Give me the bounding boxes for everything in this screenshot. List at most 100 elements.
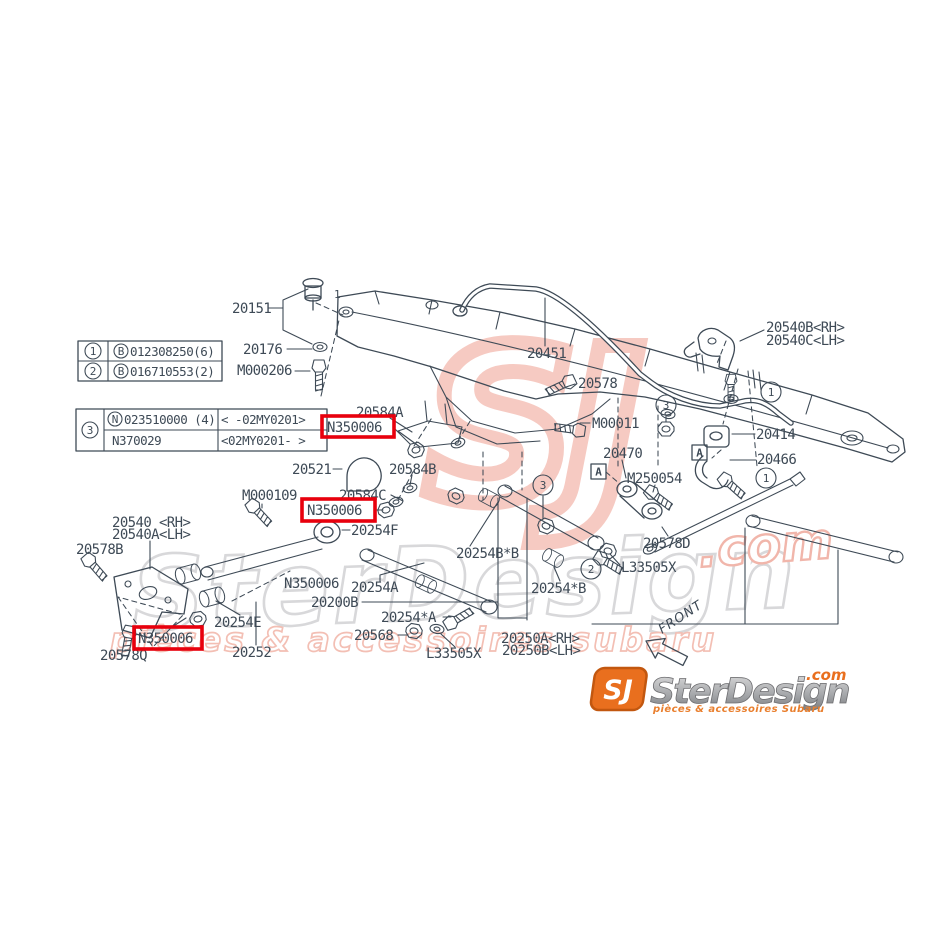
bar-clamp-20466 bbox=[694, 455, 729, 490]
part-label: 20254B*B bbox=[456, 546, 519, 562]
diagram-line-art bbox=[78, 277, 906, 659]
legend2-row1-circle: N bbox=[112, 413, 119, 426]
part-label: 20254A bbox=[351, 580, 399, 596]
logo-brand: SterDesign bbox=[650, 672, 849, 712]
legend2-num: 3 bbox=[87, 424, 94, 437]
bolt-M250054 bbox=[641, 482, 676, 514]
highlighted-part-label: N350006 bbox=[307, 503, 362, 519]
part-label: 20176 bbox=[243, 342, 282, 358]
lateral-link-lower bbox=[361, 549, 493, 613]
cap-20521 bbox=[346, 457, 382, 492]
callout-circle bbox=[655, 394, 677, 416]
bolt-circle1b bbox=[715, 469, 749, 503]
part-label: M250054 bbox=[627, 471, 682, 487]
callout-circle bbox=[760, 381, 782, 403]
callout-circle bbox=[755, 467, 777, 489]
legend1-row2-code: 016710553(2) bbox=[130, 364, 214, 379]
callout-circle-number: 2 bbox=[588, 563, 595, 576]
part-label: 20540B<RH> bbox=[766, 320, 844, 336]
legend2-row2-range: <02MY0201- > bbox=[221, 433, 305, 448]
part-label: 20254F bbox=[351, 523, 398, 539]
callout-circle-number: 1 bbox=[768, 386, 775, 399]
highlighted-part-label: N350006 bbox=[138, 631, 193, 647]
part-label: M000109 bbox=[242, 488, 297, 504]
part-label: M00011 bbox=[592, 416, 639, 432]
callout-circle-number: 3 bbox=[663, 399, 670, 412]
highlighted-part-label: N350006 bbox=[327, 420, 382, 436]
highlight-box bbox=[320, 414, 396, 439]
legend1-row2-circle: B bbox=[118, 365, 125, 378]
part-label: 20252 bbox=[232, 645, 271, 661]
part-label: 20568 bbox=[354, 628, 393, 644]
part-label: 20200B bbox=[311, 595, 358, 611]
part-label: 20578Q bbox=[100, 648, 147, 664]
bolt-M000206 bbox=[311, 359, 327, 392]
part-label: 20254E bbox=[214, 615, 261, 631]
front-arrow-icon bbox=[645, 637, 689, 667]
part-label: 20584A bbox=[356, 405, 404, 421]
callout-circle bbox=[532, 474, 554, 496]
part-label: 20540C<LH> bbox=[766, 333, 844, 349]
highlight-box bbox=[132, 625, 204, 651]
part-label: 20578 bbox=[578, 376, 617, 392]
callout-box-letter: A bbox=[696, 447, 703, 460]
endlink-bracket bbox=[683, 327, 736, 371]
crossmember-flange bbox=[429, 365, 611, 445]
callout-box bbox=[691, 444, 708, 461]
logo-monogram: SJ bbox=[603, 675, 633, 706]
trailing-bracket bbox=[113, 566, 189, 639]
logo-tagline: pièces & accessoires Subaru bbox=[652, 703, 825, 715]
part-label: 20451 bbox=[527, 346, 566, 362]
rear-crossmember bbox=[336, 290, 906, 463]
part-label: 20414 bbox=[756, 427, 795, 443]
legend1-row1-num: 1 bbox=[90, 345, 97, 358]
legend2-row2-code: N370029 bbox=[112, 433, 161, 448]
callout-circles: 1 3 1 3 2 bbox=[532, 381, 782, 580]
part-label: M000206 bbox=[237, 363, 292, 379]
watermark: SJ SterDesign .com pièces & accessoires … bbox=[108, 296, 836, 660]
part-label: 20584C bbox=[339, 488, 386, 504]
legend-table-variants: 3 N 023510000 (4) < -02MY0201> N370029 <… bbox=[75, 408, 328, 452]
mount-bushing bbox=[302, 277, 324, 311]
logo-badge bbox=[589, 666, 648, 712]
part-label: 20250B<LH> bbox=[502, 643, 580, 659]
sterdesign-logo[interactable]: SJ SterDesign .com pièces & accessoires … bbox=[589, 666, 851, 715]
logo-tld: .com bbox=[806, 666, 847, 684]
callout-circle-number: 3 bbox=[540, 479, 547, 492]
callout-circle-number: 1 bbox=[763, 472, 770, 485]
watermark-tagline: pièces & accessoires subaru bbox=[109, 620, 717, 659]
explosion-lines bbox=[117, 302, 758, 648]
callout-box-letter: A bbox=[595, 466, 602, 479]
lateral-link-right bbox=[747, 515, 899, 563]
part-label: 20254*B bbox=[531, 581, 586, 597]
part-label: 20578B bbox=[76, 542, 123, 558]
part-label: 1 bbox=[334, 288, 340, 301]
part-label: 20540A<LH> bbox=[112, 527, 190, 543]
part-label: 20470 bbox=[603, 446, 642, 462]
left-arm bbox=[204, 536, 323, 581]
long-bolt-20578D bbox=[651, 471, 806, 553]
legend2-row1-range: < -02MY0201> bbox=[221, 412, 305, 427]
part-label: L33505X bbox=[621, 560, 677, 576]
highlight-box bbox=[300, 497, 377, 523]
legend1-row1-circle: B bbox=[118, 345, 125, 358]
part-label: 20578D bbox=[643, 536, 690, 552]
part-label: 20254*A bbox=[381, 610, 437, 626]
legend1-row2-num: 2 bbox=[90, 365, 97, 378]
part-label: 20250A<RH> bbox=[501, 631, 579, 647]
leader-lines bbox=[149, 288, 839, 648]
hanger-plate bbox=[397, 352, 762, 448]
legend1-row1-code: 012308250(6) bbox=[130, 344, 214, 359]
watermark-tld: .com bbox=[696, 512, 835, 579]
callout-circle bbox=[580, 558, 602, 580]
part-label: L33505X bbox=[426, 646, 482, 662]
legend-table-fasteners: 1 B 012308250(6) 2 B 016710553(2) bbox=[77, 340, 223, 382]
part-label: 20540 <RH> bbox=[112, 515, 190, 531]
part-label: 20151 bbox=[232, 301, 271, 317]
stabilizer-link-20470 bbox=[616, 480, 663, 520]
bar-bushing-20414 bbox=[703, 425, 730, 448]
